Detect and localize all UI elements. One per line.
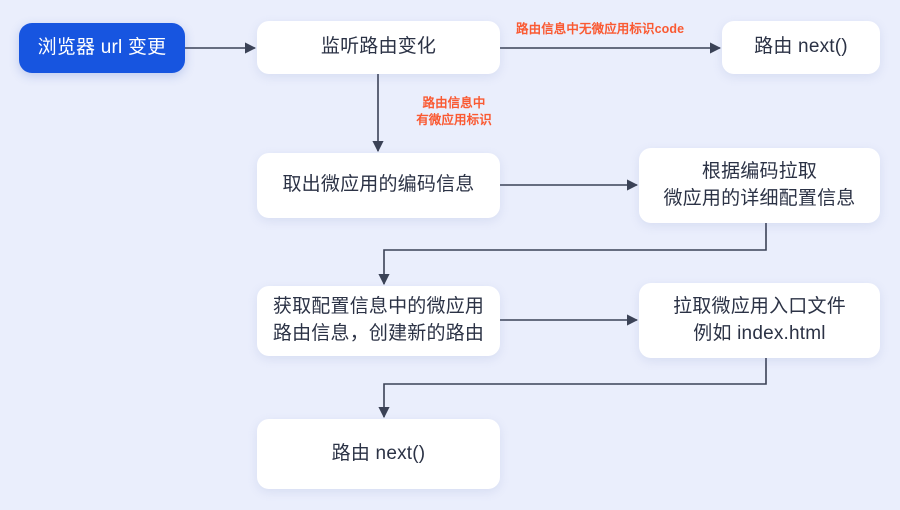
node-fetch-micro-app-entry-file[interactable]: 拉取微应用入口文件 例如 index.html xyxy=(639,283,880,358)
node-fetch-micro-app-config-label: 根据编码拉取 微应用的详细配置信息 xyxy=(663,160,856,209)
node-route-next-top-label: 路由 next() xyxy=(754,36,848,58)
node-extract-micro-app-code-label: 取出微应用的编码信息 xyxy=(282,174,475,196)
node-listen-route-change[interactable]: 监听路由变化 xyxy=(257,21,500,74)
node-create-new-route-label: 获取配置信息中的微应用 路由信息，创建新的路由 xyxy=(272,296,485,344)
node-extract-micro-app-code[interactable]: 取出微应用的编码信息 xyxy=(257,153,500,218)
node-create-new-route[interactable]: 获取配置信息中的微应用 路由信息，创建新的路由 xyxy=(257,286,500,356)
node-browser-url-change[interactable]: 浏览器 url 变更 xyxy=(19,23,185,73)
node-route-next-bottom-label: 路由 next() xyxy=(331,442,426,464)
node-fetch-micro-app-entry-file-label: 拉取微应用入口文件 例如 index.html xyxy=(673,295,846,344)
node-fetch-micro-app-config[interactable]: 根据编码拉取 微应用的详细配置信息 xyxy=(639,148,880,223)
edge-label-no-micro-app-code: 路由信息中无微应用标识code xyxy=(516,22,685,36)
edge-fetchconfig-to-createroute xyxy=(378,223,767,286)
edge-entry-to-next-bottom xyxy=(378,358,767,419)
edge-label-has-micro-app-flag: 路由信息中 有微应用标识 xyxy=(416,96,492,127)
node-browser-url-change-label: 浏览器 url 变更 xyxy=(37,36,167,58)
node-route-next-bottom[interactable]: 路由 next() xyxy=(257,419,500,489)
node-listen-route-change-label: 监听路由变化 xyxy=(320,36,437,58)
node-route-next-top[interactable]: 路由 next() xyxy=(722,21,880,74)
